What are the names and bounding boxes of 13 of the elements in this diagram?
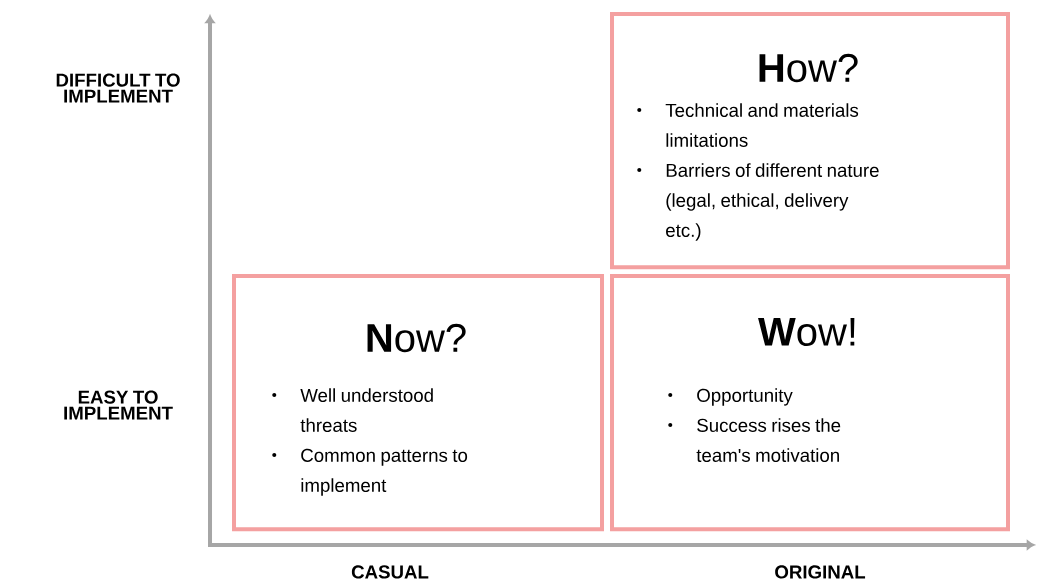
heading: Wow! [758, 318, 855, 346]
quadrant-box [610, 12, 1010, 270]
axis-label: ORIGINAL [775, 565, 866, 579]
bullet-list: Opportunity Success rises the team's motivation [668, 388, 841, 462]
bullet-list: Well understood threats Common patterns to implement [272, 388, 468, 496]
heading: Now? [367, 323, 466, 353]
axis-label: DIFFICULT TO IMPLEMENT [56, 73, 180, 103]
axis-label: CASUAL [351, 565, 429, 579]
bullet-list: Technical and materials limitations Barriers of different nature (legal, ethical, delivery etc.) [637, 103, 879, 241]
quadrant-box [610, 274, 1010, 532]
heading: How? [759, 53, 858, 83]
axis-label: EASY TO IMPLEMENT [64, 390, 173, 420]
quadrant-box [232, 274, 604, 532]
